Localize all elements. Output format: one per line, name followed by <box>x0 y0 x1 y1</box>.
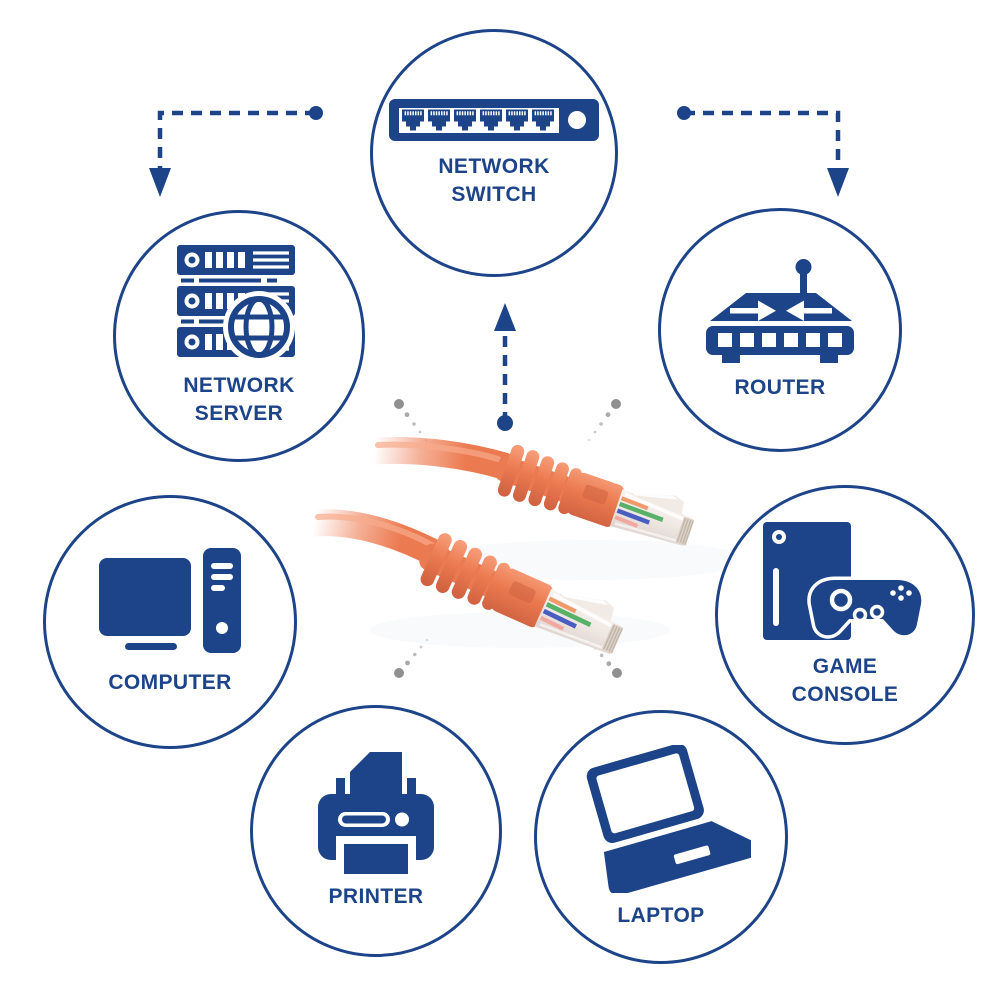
network-server-icon <box>177 244 301 363</box>
node-network-server: NETWORK SERVER <box>113 210 365 462</box>
elbow-arrow-to-router <box>677 106 849 197</box>
laptop-icon <box>571 744 751 893</box>
ethernet-cable-photo <box>300 438 750 667</box>
node-label: COMPUTER <box>108 670 232 694</box>
ray-dots-lower-left <box>394 638 429 678</box>
ray-dots-upper-left <box>394 399 428 442</box>
computer-icon <box>99 547 241 660</box>
node-label: PRINTER <box>328 884 424 908</box>
node-game-console: GAME CONSOLE <box>715 485 975 745</box>
ray-dots-lower-right <box>588 640 622 678</box>
ray-dots-upper-right <box>587 399 621 442</box>
node-label: ROUTER <box>734 375 826 399</box>
node-label: GAME CONSOLE <box>791 654 899 706</box>
node-laptop: LAPTOP <box>534 710 788 964</box>
node-printer: PRINTER <box>250 705 502 957</box>
network-switch-icon <box>389 98 599 144</box>
node-router: ROUTER <box>658 208 902 452</box>
up-arrow-to-network-switch <box>494 303 516 431</box>
node-label: NETWORK SWITCH <box>438 154 550 206</box>
router-icon <box>700 258 860 365</box>
node-label: NETWORK SERVER <box>183 373 295 425</box>
node-label: LAPTOP <box>617 903 705 927</box>
node-network-switch: NETWORK SWITCH <box>370 29 618 277</box>
printer-icon <box>318 751 434 874</box>
game-console-icon <box>762 521 928 644</box>
node-computer: COMPUTER <box>43 495 297 749</box>
elbow-arrow-to-network-server <box>149 106 323 197</box>
